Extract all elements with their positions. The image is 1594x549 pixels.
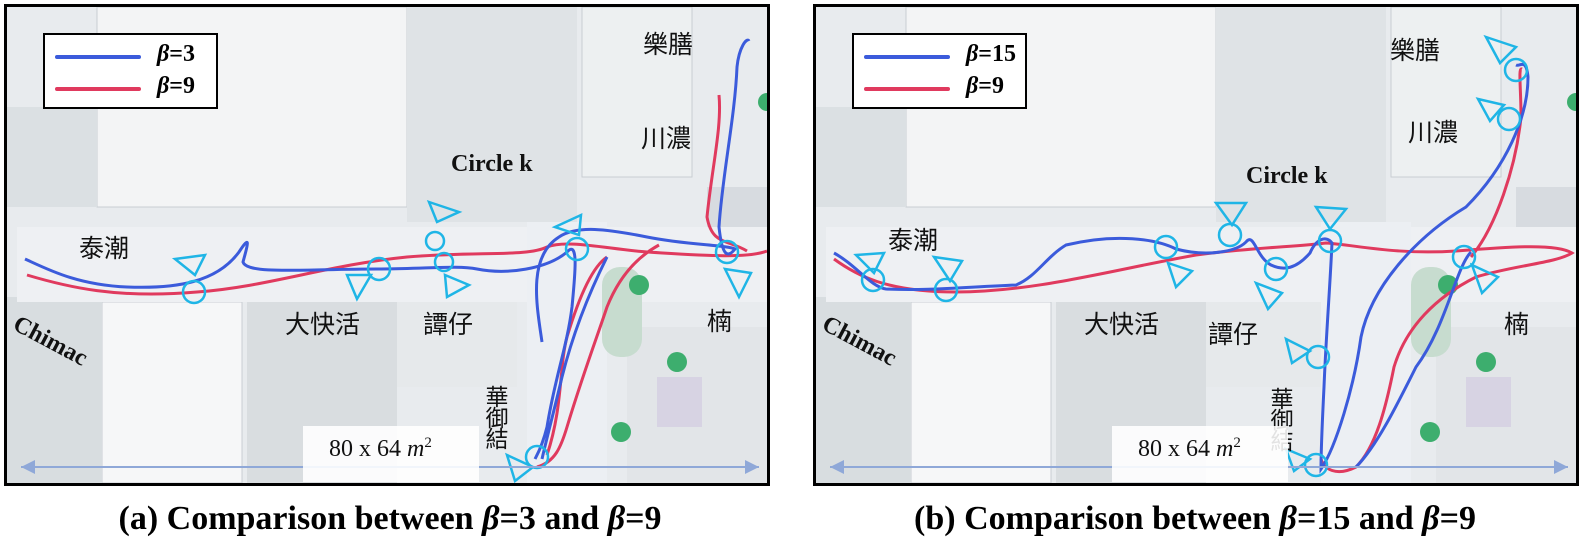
- store-label-dakuaihuo: 大快活: [1084, 310, 1160, 339]
- waypoint-markers-b: [853, 34, 1529, 478]
- legend-item-blue: β=15: [862, 41, 1022, 71]
- store-label-yuezhan: 樂膳: [643, 30, 694, 59]
- scale-label-b: 80 x 64 m2: [1112, 426, 1288, 482]
- store-label-tanzai: 譚仔: [1208, 320, 1259, 349]
- legend-item-red: β=9: [862, 73, 1022, 103]
- legend-a: β=3 β=9: [43, 33, 218, 109]
- path-beta3-a: [24, 38, 751, 460]
- store-label-yuezhan: 樂膳: [1390, 36, 1441, 65]
- map-panel-a: β=3 β=9 樂膳 川濃 Circle k 泰潮 Chimac 大快活 譚仔 …: [4, 4, 770, 486]
- store-label-taichao: 泰潮: [79, 234, 130, 263]
- legend-item-red: β=9: [53, 73, 213, 103]
- store-label-tanzai: 譚仔: [423, 310, 474, 339]
- store-label-dakuaihuo: 大快活: [285, 310, 361, 339]
- store-label-huayujie: 華御結: [481, 385, 507, 448]
- map-panel-b: β=15 β=9 樂膳 川濃 Circle k 泰潮 Chimac 大快活 譚仔…: [813, 4, 1579, 486]
- legend-b: β=15 β=9: [852, 33, 1027, 109]
- caption-a: (a) Comparison between β=3 and β=9: [118, 500, 662, 537]
- path-beta15-b: [833, 62, 1530, 474]
- store-label-chuannong: 川濃: [641, 124, 692, 153]
- store-label-nan: 楠: [1504, 310, 1530, 339]
- caption-b: (b) Comparison between β=15 and β=9: [914, 500, 1476, 537]
- store-label-taichao: 泰潮: [888, 226, 939, 255]
- waypoint-markers-a: [171, 199, 753, 483]
- path-beta9-a: [26, 94, 767, 469]
- scale-label-a: 80 x 64 m2: [303, 426, 479, 482]
- path-beta9-b: [833, 67, 1575, 473]
- legend-item-blue: β=3: [53, 41, 213, 71]
- store-label-circle-k: Circle k: [451, 151, 533, 177]
- store-label-nan: 楠: [707, 307, 733, 336]
- store-label-circle-k: Circle k: [1246, 163, 1328, 189]
- store-label-chuannong: 川濃: [1408, 118, 1459, 147]
